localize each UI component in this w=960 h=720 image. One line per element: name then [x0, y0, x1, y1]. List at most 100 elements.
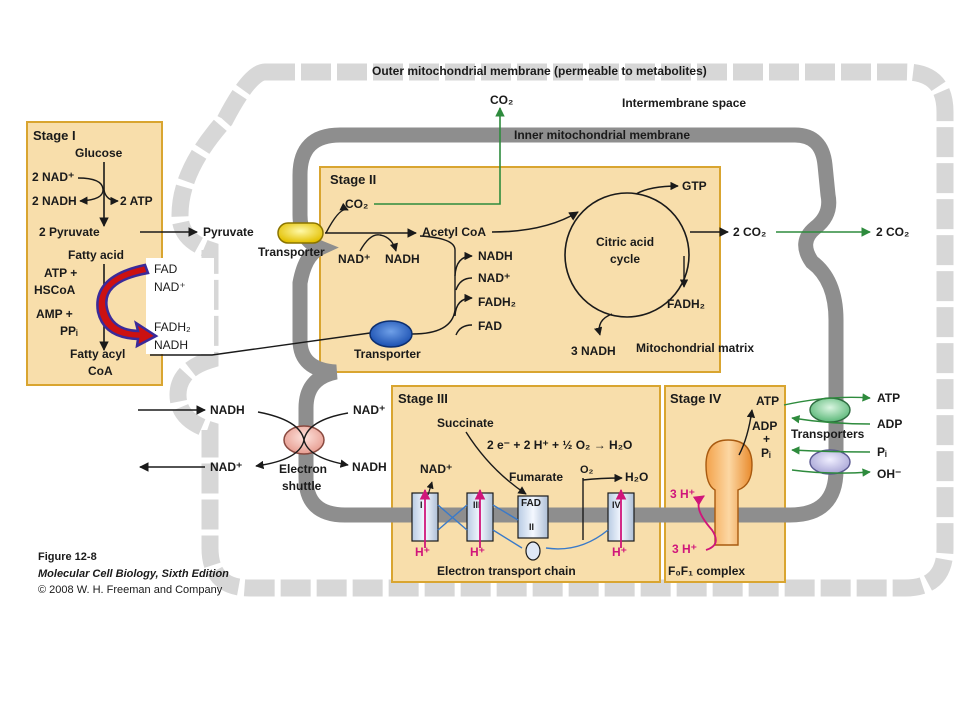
- stage4-h-bottom: 3 H⁺: [672, 542, 697, 556]
- gtp-arrow: [635, 181, 679, 195]
- stage2-pyruvate: Pyruvate: [203, 225, 254, 239]
- stage1-nad: 2 NAD⁺: [32, 170, 74, 184]
- o2-to-h2o-arrow: [582, 473, 623, 483]
- fatty-acyl-to-acetyl-arrow: [411, 235, 456, 335]
- nadh-branch: [454, 251, 473, 277]
- stage1-fatty-acid: Fatty acid: [68, 248, 124, 262]
- stage2-fadh2-b: FADH₂: [478, 295, 516, 309]
- proton-return: [692, 495, 717, 551]
- stage4-adp: ADP: [752, 419, 777, 433]
- nad-nadh-curve: [359, 234, 398, 252]
- stage1-title: Stage I: [33, 128, 76, 143]
- pi-in-arrow: [791, 446, 871, 455]
- electron-path: [437, 504, 609, 550]
- stage3-h-1: H⁺: [415, 545, 430, 559]
- shuttle-label-2: shuttle: [282, 479, 322, 493]
- stage1-atp-plus: ATP +: [44, 266, 77, 280]
- stage1-coa: CoA: [88, 364, 113, 378]
- complex-2-fad: FAD: [521, 498, 541, 509]
- stage1-amp-plus: AMP +: [36, 307, 73, 321]
- stage3-nad: NAD⁺: [420, 462, 452, 476]
- stage3-h-4: H⁺: [612, 545, 627, 559]
- nadh-label: NADH: [154, 338, 188, 352]
- inner-membrane-label: Inner mitochondrial membrane: [514, 128, 690, 142]
- fad-label: FAD: [154, 262, 178, 276]
- adp-in-arrow: [791, 415, 871, 425]
- nad-curve-arrow: [77, 177, 104, 205]
- pi-oh-transporter: [809, 449, 851, 475]
- stage4-footer: F₀F₁ complex: [668, 564, 745, 578]
- nad-plus-label: NAD⁺: [154, 280, 186, 294]
- stage1-hscoa: HSCoA: [34, 283, 76, 297]
- stage3-h-3: H⁺: [470, 545, 485, 559]
- inner-membrane: [292, 127, 844, 523]
- stage4-plus: +: [763, 432, 770, 446]
- stage4-pi-in: Pᵢ: [877, 445, 887, 459]
- fadh2-label: FADH₂: [154, 320, 191, 334]
- stage1-nadh: 2 NADH: [32, 194, 77, 208]
- stage1-glucose: Glucose: [75, 146, 123, 160]
- stage4-adp-in: ADP: [877, 417, 902, 431]
- stage1-atp: 2 ATP: [120, 194, 153, 208]
- cycle-label-1: Citric acid: [596, 235, 654, 249]
- stage2-transporter-2: Transporter: [354, 347, 421, 361]
- fadh2-branch: [454, 293, 473, 317]
- shuttle-nadh-out: NADH: [352, 460, 387, 474]
- stage3-fumarate: Fumarate: [509, 470, 563, 484]
- red-curved-arrow: [96, 263, 159, 349]
- stage4-pi: Pᵢ: [761, 446, 771, 460]
- stage2-nadh-b: NADH: [478, 249, 513, 263]
- stage4-atp-out: ATP: [877, 391, 900, 405]
- stage4-transporters: Transporters: [791, 427, 865, 441]
- stage3-footer: Electron transport chain: [437, 564, 576, 578]
- atp-synthase-arrow: [738, 409, 756, 456]
- oh-out-arrow: [791, 468, 871, 477]
- stage2-nadh: NADH: [385, 252, 420, 266]
- outer-membrane-label: Outer mitochondrial membrane (permeable …: [372, 64, 707, 78]
- stage4-h-top: 3 H⁺: [670, 487, 695, 501]
- intermembrane-label: Intermembrane space: [622, 96, 746, 110]
- stage2-co2: CO₂: [345, 197, 368, 211]
- stage4-panel: [664, 385, 786, 583]
- stage4-oh-out: OH⁻: [877, 467, 901, 481]
- stage1-ppi: PPᵢ: [60, 324, 78, 338]
- stage2-nad: NAD⁺: [338, 252, 370, 266]
- nad-branch: [455, 277, 473, 291]
- atp-out-arrow: [783, 393, 871, 406]
- stage2-transporter: Transporter: [258, 245, 325, 259]
- acetyl-to-cycle-arrow: [491, 211, 579, 233]
- stage2-nad-b: NAD⁺: [478, 271, 510, 285]
- atp-curve-arrow: [103, 189, 119, 206]
- stage3-o2: O₂: [580, 464, 594, 476]
- complex-2: [517, 495, 549, 539]
- stage2-title: Stage II: [330, 172, 376, 187]
- fad-nad-label-box: [146, 258, 214, 354]
- stage2-acetyl-coa: Acetyl CoA: [422, 225, 486, 239]
- stage2-gtp: GTP: [682, 179, 707, 193]
- stage2-fadh2: FADH₂: [667, 297, 705, 311]
- stage4-atp: ATP: [756, 394, 779, 408]
- stage2-fad-b: FAD: [478, 319, 502, 333]
- co2-release-arrow: [325, 202, 349, 234]
- shuttle-cross-2: [255, 412, 349, 470]
- co2-green-arrow: [374, 107, 505, 205]
- stage3-succinate: Succinate: [437, 416, 494, 430]
- stage4-title: Stage IV: [670, 391, 722, 406]
- atp-synthase-head: [705, 439, 753, 546]
- stage2-co2-out: 2 CO₂: [876, 225, 909, 239]
- succinate-arrow: [465, 431, 527, 495]
- shuttle-label-1: Electron: [279, 462, 327, 476]
- fatty-acyl-line: [150, 332, 371, 356]
- fatty-acyl-transporter: [369, 320, 413, 348]
- cycle-label-2: cycle: [610, 252, 640, 266]
- pyruvate-transporter: [277, 222, 324, 244]
- caption-figure: Figure 12-8: [38, 551, 97, 563]
- stage2-co2-2: 2 CO₂: [733, 225, 766, 239]
- shuttle-nadh-in: NADH: [210, 403, 245, 417]
- fad-branch: [455, 324, 473, 336]
- atp-adp-transporter: [809, 397, 851, 423]
- outer-membrane: [169, 63, 954, 597]
- shuttle-nad-out: NAD⁺: [210, 460, 242, 474]
- stage3-h2o: H₂O: [625, 470, 648, 484]
